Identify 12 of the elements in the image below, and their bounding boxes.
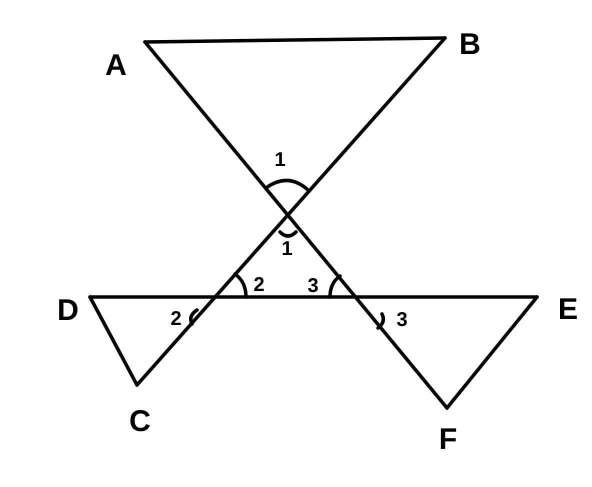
angle-label: 3 bbox=[396, 310, 408, 330]
angle-label: 1 bbox=[274, 150, 286, 170]
point-label: A bbox=[105, 51, 127, 81]
angle-label: 2 bbox=[170, 309, 182, 329]
angle-label: 2 bbox=[253, 275, 265, 295]
point-label: D bbox=[57, 296, 79, 326]
point-label: B bbox=[459, 30, 481, 60]
angle-label: 3 bbox=[307, 276, 319, 296]
angle-label: 1 bbox=[281, 239, 293, 259]
point-label: F bbox=[438, 425, 458, 455]
point-label: C bbox=[129, 407, 151, 437]
point-label: E bbox=[558, 295, 578, 325]
